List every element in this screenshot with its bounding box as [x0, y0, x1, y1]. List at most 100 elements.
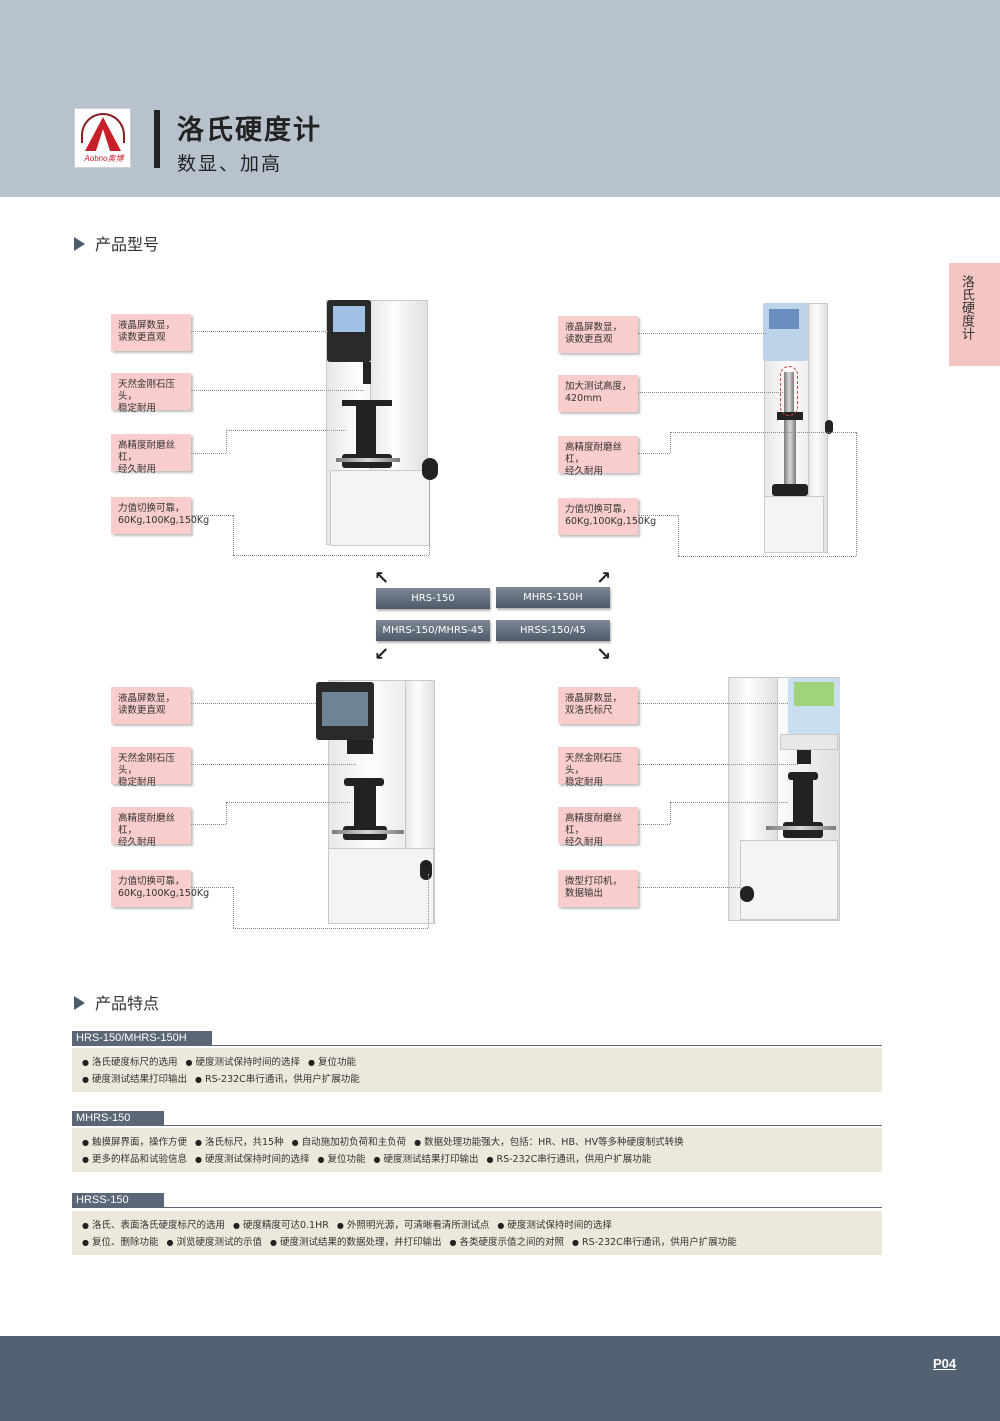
callout-text: 高精度耐磨丝杠， 经久耐用 — [565, 813, 623, 848]
callout-text: 力值切换可靠， 60Kg,100Kg,150Kg — [118, 503, 210, 526]
leader-line — [638, 392, 783, 393]
leader-line — [678, 556, 856, 557]
feature-divider — [72, 1207, 882, 1208]
machine-lcd — [322, 692, 368, 726]
feature-item: 触摸屏界面，操作方便 — [82, 1137, 187, 1148]
feature-item: 浏览硬度测试的示值 — [167, 1237, 263, 1248]
model-label-mhrs-150h: MHRS-150H — [496, 587, 610, 608]
feature-tag-hrs-150: HRS-150/MHRS-150H — [72, 1031, 212, 1045]
page-number: P04 — [933, 1356, 957, 1371]
callout-text: 高精度耐磨丝杠， 经久耐用 — [118, 440, 176, 475]
machine-knob — [420, 860, 432, 880]
machine-anvil — [777, 412, 803, 420]
feature-item: 硬度测试保持时间的选择 — [195, 1154, 310, 1165]
feature-item: RS-232C串行通讯，供用户扩展功能 — [487, 1154, 652, 1165]
feature-item: 硬度测试结果的数据处理，并打印输出 — [270, 1237, 442, 1248]
callout-text: 力值切换可靠， 60Kg,100Kg,150Kg — [118, 876, 210, 899]
leader-line — [191, 824, 226, 825]
leader-line — [191, 390, 363, 391]
machine-anvil — [342, 400, 392, 406]
leader-line — [428, 874, 429, 928]
callout-text: 高精度耐磨丝杠， 经久耐用 — [118, 813, 176, 848]
feature-item: RS-232C串行通讯，供用户扩展功能 — [195, 1074, 360, 1085]
feature-item: 洛氏标尺，共15种 — [195, 1137, 284, 1148]
machine-anvil — [344, 778, 384, 786]
feature-item: 外照明光源，可清晰看清所测试点 — [337, 1220, 490, 1231]
arrow-down-left-icon: ↙ — [374, 644, 390, 665]
callout-text: 液晶屏数显， 读数更直观 — [565, 322, 623, 345]
leader-line — [429, 480, 430, 555]
machine-handle-rod — [336, 458, 400, 462]
leader-line — [191, 453, 226, 454]
feature-line: 更多的样品和试验信息硬度测试保持时间的选择复位功能硬度测试结果打印输出RS-23… — [82, 1151, 882, 1168]
feature-item: RS-232C串行通讯，供用户扩展功能 — [572, 1237, 737, 1248]
callout-3-3: 高精度耐磨丝杠， 经久耐用 — [111, 807, 191, 848]
callout-text: 力值切换可靠， 60Kg,100Kg,150Kg — [565, 504, 657, 527]
arrow-down-right-icon: ↘ — [596, 644, 612, 665]
feature-item: 复位、删除功能 — [82, 1237, 159, 1248]
page-subtitle: 数显、加高 — [177, 153, 283, 175]
feature-line: 洛氏硬度标尺的选用硬度测试保持时间的选择复位功能 — [82, 1054, 882, 1071]
leader-line — [226, 802, 227, 824]
leader-line — [856, 432, 857, 556]
feature-item: 复位功能 — [308, 1057, 356, 1068]
logo-arc-shape — [81, 113, 125, 143]
machine-lcd — [769, 309, 799, 329]
leader-line — [226, 802, 350, 803]
machine-handwheel — [783, 822, 823, 838]
model-label-mhrs-150-45: MHRS-150/MHRS-45 — [376, 620, 490, 641]
leader-line — [191, 331, 328, 332]
leader-line — [670, 802, 671, 824]
callout-1-2: 天然金刚石压头， 稳定耐用 — [111, 373, 191, 414]
leader-line — [638, 703, 788, 704]
feature-item: 各类硬度示值之间的对照 — [450, 1237, 565, 1248]
feature-item: 数据处理功能强大，包括：HR、HB、HV等多种硬度制式转换 — [414, 1137, 684, 1148]
arrow-up-left-icon: ↖ — [374, 568, 390, 589]
callout-text: 液晶屏数显， 读数更直观 — [118, 320, 176, 343]
machine-screw — [784, 420, 796, 485]
feature-item: 自动施加初负荷和主负荷 — [292, 1137, 407, 1148]
callout-3-1: 液晶屏数显， 读数更直观 — [111, 687, 191, 724]
leader-line — [670, 802, 788, 803]
feature-item: 更多的样品和试验信息 — [82, 1154, 187, 1165]
company-logo: Aobno奥博 — [74, 108, 131, 168]
machine-knob — [740, 886, 754, 902]
logo-text: Aobno奥博 — [84, 154, 124, 163]
leader-line — [226, 430, 227, 453]
leader-line — [233, 515, 234, 555]
machine-base — [330, 470, 430, 546]
side-tab-label: 洛氏硬度计 — [959, 275, 974, 340]
feature-item: 洛氏硬度标尺的选用 — [82, 1057, 178, 1068]
callout-2-4: 力值切换可靠， 60Kg,100Kg,150Kg — [558, 498, 656, 535]
models-heading: 产品型号 — [74, 231, 159, 255]
feature-box-mhrs-150: 触摸屏界面，操作方便洛氏标尺，共15种自动施加初负荷和主负荷数据处理功能强大，包… — [72, 1128, 882, 1172]
machine-base — [740, 840, 838, 920]
callout-4-4: 微型打印机， 数据输出 — [558, 870, 638, 907]
machine-head — [797, 750, 811, 764]
callout-2-1: 液晶屏数显， 读数更直观 — [558, 316, 638, 353]
machine-handle-rod — [332, 830, 404, 834]
callout-text: 高精度耐磨丝杠， 经久耐用 — [565, 442, 623, 477]
feature-item: 硬度精度可达0.1HR — [233, 1220, 329, 1231]
machine-lcd — [794, 682, 834, 706]
feature-item: 硬度测试保持时间的选择 — [497, 1220, 612, 1231]
leader-line — [638, 824, 670, 825]
feature-divider — [72, 1045, 882, 1046]
machine-head — [347, 740, 373, 754]
callout-2-2: 加大测试高度， 420mm — [558, 375, 638, 412]
machine-knob — [825, 420, 833, 434]
callout-text: 微型打印机， 数据输出 — [565, 876, 623, 899]
leader-line — [638, 764, 798, 765]
features-heading: 产品特点 — [74, 990, 159, 1014]
feature-item: 复位功能 — [318, 1154, 366, 1165]
callout-text: 天然金刚石压头， 稳定耐用 — [118, 753, 176, 788]
model-label-hrss-150-45: HRSS-150/45 — [496, 620, 610, 641]
machine-indenter — [363, 362, 371, 384]
side-tab: 洛氏硬度计 — [949, 263, 1000, 366]
feature-line: 复位、删除功能浏览硬度测试的示值硬度测试结果的数据处理，并打印输出各类硬度示值之… — [82, 1234, 882, 1251]
models-heading-text: 产品型号 — [95, 235, 160, 254]
machine-anvil — [788, 772, 818, 780]
leader-line — [678, 515, 679, 556]
header-band — [0, 0, 1000, 197]
machine-screw-housing — [356, 406, 376, 456]
